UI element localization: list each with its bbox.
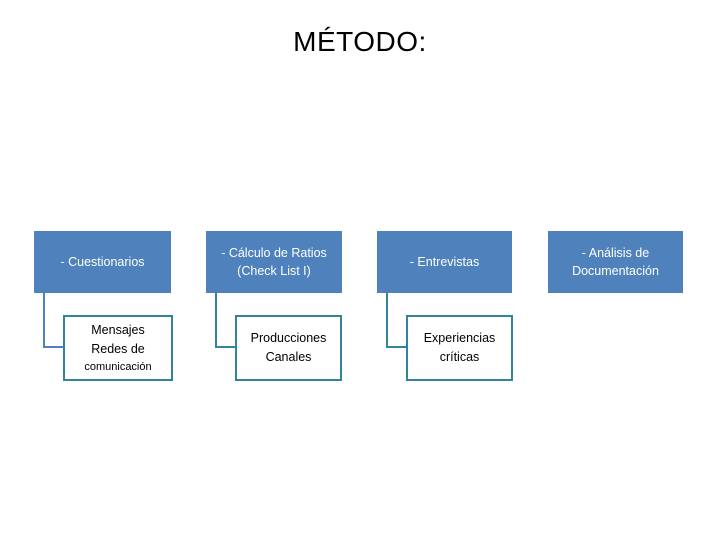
sub-box-line-1: Experiencias — [423, 331, 496, 346]
sub-box-line-3: comunicación — [84, 360, 152, 373]
top-box-line-2: (Check List I) — [237, 264, 311, 278]
top-box-entrevistas[interactable]: - Entrevistas — [377, 231, 512, 293]
page-title: MÉTODO: — [293, 26, 427, 57]
top-box-line-1: - Cálculo de Ratios — [221, 245, 327, 260]
top-box-line-2: Documentación — [572, 264, 659, 278]
sub-box-producciones[interactable]: Producciones Canales — [235, 315, 342, 381]
top-box-calculo-ratios[interactable]: - Cálculo de Ratios (Check List I) — [206, 231, 342, 293]
sub-box-experiencias[interactable]: Experiencias críticas — [406, 315, 513, 381]
top-box-line-1: - Análisis de — [581, 245, 650, 260]
connector-line-1 — [43, 293, 63, 348]
top-box-analisis-documentacion[interactable]: - Análisis de Documentación — [548, 231, 683, 293]
sub-box-line-1: Mensajes — [91, 323, 145, 337]
connector-line-3 — [386, 293, 406, 348]
top-box-label: - Cuestionarios — [60, 254, 145, 269]
sub-box-line-2: Redes de — [91, 341, 145, 356]
top-box-cuestionarios[interactable]: - Cuestionarios — [34, 231, 171, 293]
sub-box-line-2: Canales — [265, 350, 312, 364]
connector-line-2 — [215, 293, 235, 348]
sub-box-mensajes[interactable]: Mensajes Redes de comunicación — [63, 315, 173, 381]
sub-box-line-2: críticas — [439, 350, 480, 364]
top-box-label: - Entrevistas — [409, 254, 480, 269]
sub-box-line-1: Producciones — [250, 331, 327, 346]
